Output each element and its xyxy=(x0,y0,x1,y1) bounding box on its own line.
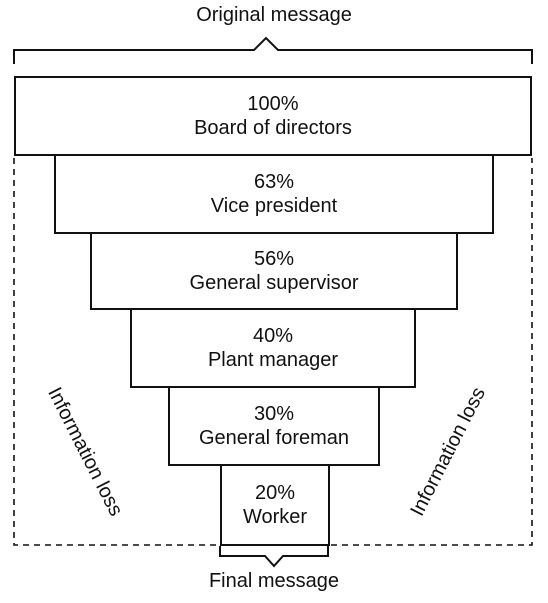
level-percent: 56% xyxy=(253,248,295,270)
original-message-label: Original message xyxy=(196,4,352,26)
level-role: Board of directors xyxy=(194,117,352,139)
level-board-of-directors: 100% Board of directors xyxy=(14,76,532,156)
top-brace xyxy=(13,36,533,64)
level-role: General supervisor xyxy=(189,272,359,294)
level-percent: 63% xyxy=(253,171,295,193)
level-general-supervisor: 56% General supervisor xyxy=(90,232,458,310)
level-percent: 20% xyxy=(254,482,296,504)
level-plant-manager: 40% Plant manager xyxy=(130,308,416,388)
level-percent: 100% xyxy=(247,93,299,115)
level-percent: 40% xyxy=(252,325,294,347)
level-vice-president: 63% Vice president xyxy=(54,154,494,234)
level-role: General foreman xyxy=(198,427,350,449)
bottom-brace xyxy=(219,546,329,568)
level-worker: 20% Worker xyxy=(220,464,330,546)
level-role: Plant manager xyxy=(207,349,339,371)
level-role: Vice president xyxy=(210,195,338,217)
level-role: Worker xyxy=(242,506,308,528)
final-message-label: Final message xyxy=(208,570,340,592)
level-general-foreman: 30% General foreman xyxy=(168,386,380,466)
level-percent: 30% xyxy=(253,403,295,425)
